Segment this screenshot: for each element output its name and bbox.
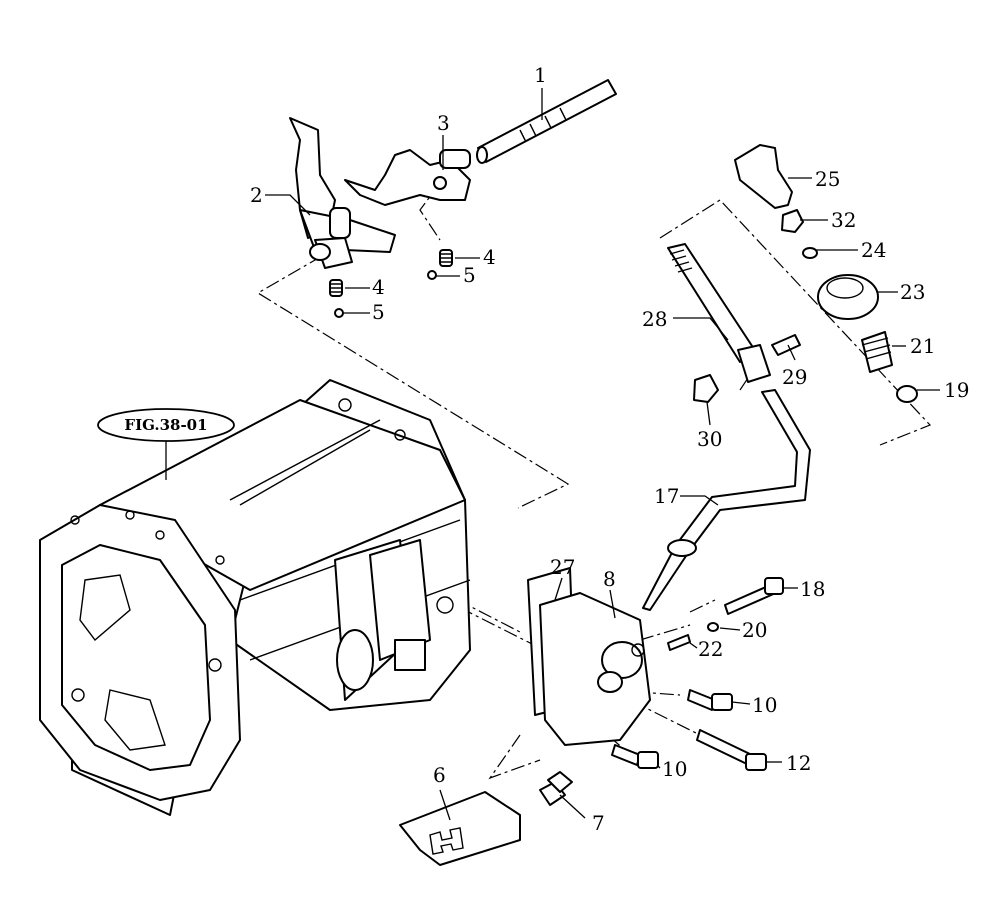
callout-5-upper: 5 [463, 263, 476, 287]
callout-22: 22 [698, 637, 723, 661]
lever-housing [527, 567, 651, 746]
callout-7: 7 [592, 811, 605, 835]
transmission-case [39, 379, 471, 816]
callout-10-lower: 10 [662, 757, 687, 781]
shift-lever-shaft [667, 243, 801, 403]
callout-2: 2 [250, 183, 263, 207]
callout-3: 3 [437, 111, 450, 135]
callout-17: 17 [654, 484, 679, 508]
callout-27: 27 [550, 555, 575, 579]
callout-labels: 1 2 3 4 4 5 5 6 7 8 10 10 12 17 18 19 20… [250, 63, 969, 835]
leader-lines [165, 88, 940, 821]
shift-fork-left [289, 117, 396, 269]
callout-32: 32 [831, 208, 856, 232]
shift-knob-assembly [734, 144, 918, 403]
callout-29: 29 [782, 365, 807, 389]
callout-18: 18 [800, 577, 825, 601]
shift-rail [476, 79, 617, 164]
callout-25: 25 [815, 167, 840, 191]
figure-reference[interactable]: FIG.38-01 [97, 408, 235, 442]
callout-30: 30 [697, 427, 722, 451]
shift-fork-right [344, 149, 471, 206]
callout-12: 12 [786, 751, 811, 775]
detent-springs-and-balls [329, 249, 453, 318]
callout-28: 28 [642, 307, 667, 331]
callout-21: 21 [910, 334, 935, 358]
callout-24: 24 [861, 238, 886, 262]
callout-10-upper: 10 [752, 693, 777, 717]
figure-reference-label: FIG.38-01 [124, 416, 207, 434]
callout-1: 1 [534, 63, 547, 87]
callout-4-lower: 4 [372, 275, 385, 299]
shift-pattern-plate [399, 771, 573, 866]
callout-23: 23 [900, 280, 925, 304]
callout-8: 8 [603, 567, 616, 591]
callout-19: 19 [944, 378, 969, 402]
callout-6: 6 [433, 763, 446, 787]
callout-4-upper: 4 [483, 245, 496, 269]
shift-lever-rod [642, 389, 811, 611]
fastener-bolts [611, 577, 784, 771]
callout-20: 20 [742, 618, 767, 642]
callout-5-lower: 5 [372, 300, 385, 324]
